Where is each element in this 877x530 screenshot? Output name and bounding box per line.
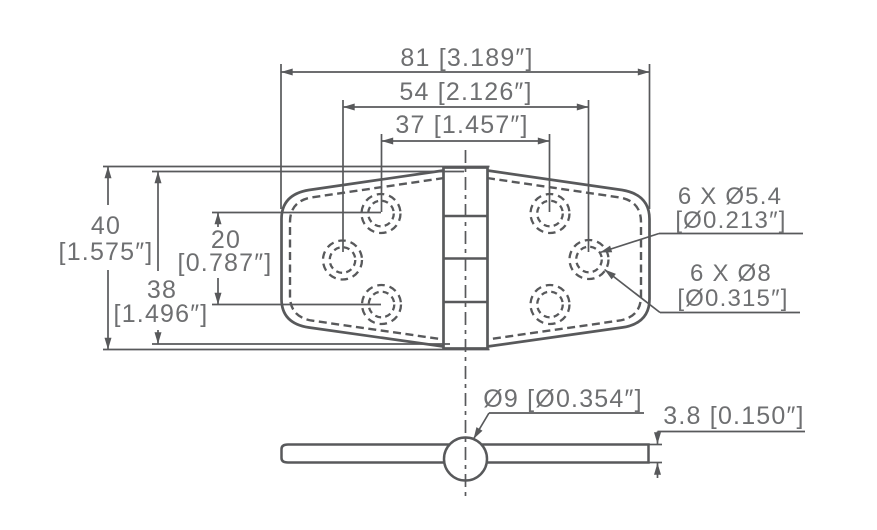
label-thickness: 3.8 [0.150″]	[663, 402, 804, 430]
dim-overall-width-81	[280, 64, 651, 209]
dimension-labels: 81 [3.189″] 54 [2.126″] 37 [1.457″] 40 […	[59, 44, 804, 430]
dim-hole-spacing-20	[212, 211, 381, 306]
dim-pin-diameter-leader	[472, 412, 644, 440]
right-leaf-outline	[487, 169, 651, 348]
label-small-holes-qty: 6 X Ø5.4	[678, 183, 782, 210]
screw-hole-bottom-left	[360, 283, 403, 326]
side-right-leaf	[482, 443, 650, 464]
label-spacing-mm: 20	[211, 226, 241, 254]
callout-large-holes-leader	[603, 268, 800, 314]
label-hole-span-54: 54 [2.126″]	[399, 78, 532, 106]
label-large-holes-in: [Ø0.315″]	[677, 285, 788, 312]
label-overall-width: 81 [3.189″]	[400, 44, 533, 72]
dim-leaf-height-38	[152, 170, 464, 345]
label-height-mm: 40	[91, 212, 121, 240]
dim-hole-span-54	[342, 100, 590, 252]
side-left-leaf	[280, 443, 449, 464]
drawing-root: 81 [3.189″] 54 [2.126″] 37 [1.457″] 40 […	[59, 44, 805, 497]
left-leaf-outline	[280, 169, 444, 348]
label-hole-span-37: 37 [1.457″]	[395, 111, 528, 139]
callout-small-holes-leader	[599, 232, 803, 254]
pin-barrel-circle	[442, 436, 489, 482]
screw-hole-bottom-right	[529, 283, 571, 326]
label-spacing-in: [0.787″]	[178, 249, 273, 277]
dim-hole-span-37	[380, 134, 551, 212]
label-small-holes-in: [Ø0.213″]	[675, 207, 786, 234]
left-gasket-outline	[288, 176, 445, 341]
label-leaf-mm: 38	[147, 276, 177, 304]
right-gasket-outline	[486, 176, 643, 341]
label-leaf-in: [1.496″]	[114, 300, 209, 328]
label-pin-diameter: Ø9 [Ø0.354″]	[483, 385, 642, 413]
label-height-in: [1.575″]	[59, 238, 154, 266]
side-view	[280, 436, 650, 482]
plan-view	[280, 166, 651, 350]
dim-thickness-leader	[648, 430, 805, 478]
dim-overall-height-40	[103, 165, 490, 351]
label-large-holes-qty: 6 X Ø8	[690, 260, 772, 287]
